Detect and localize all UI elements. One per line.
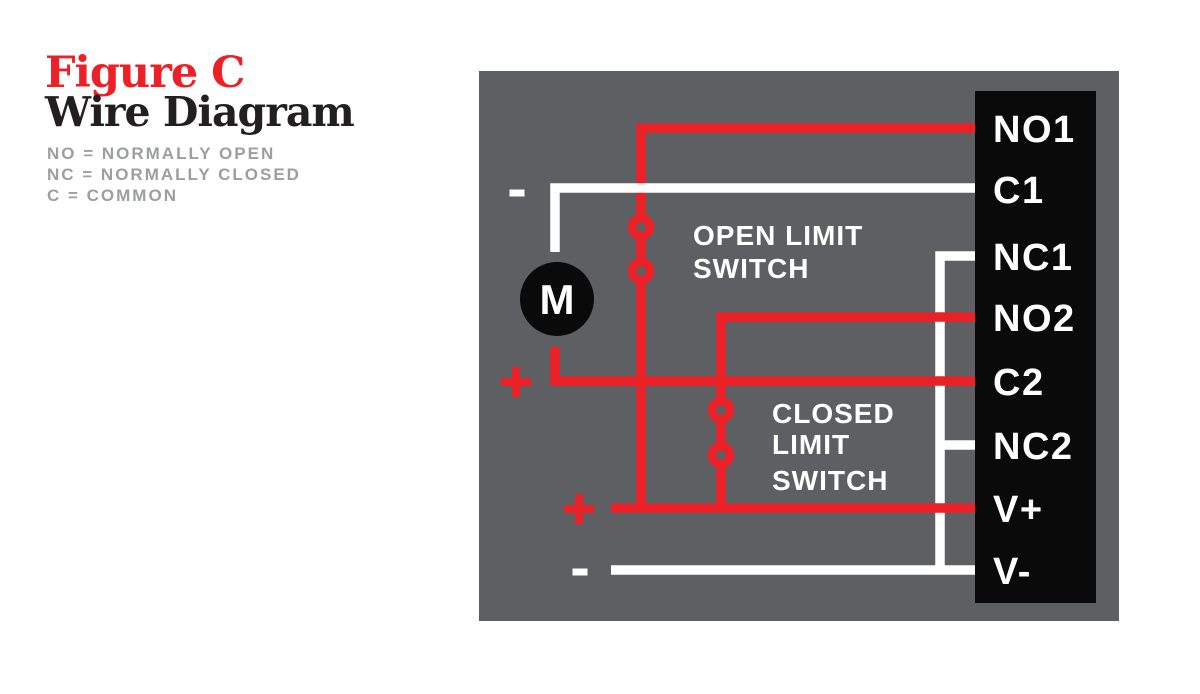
closed-limit-switch-label-line2: LIMIT bbox=[772, 429, 850, 460]
closed-limit-switch-label-line1: CLOSED bbox=[772, 398, 895, 429]
legend-line-nc: NC = NORMALLY CLOSED bbox=[47, 165, 301, 184]
legend-line-no: NO = NORMALLY OPEN bbox=[47, 144, 276, 163]
terminal-label-vminus: V- bbox=[993, 551, 1032, 593]
wire-diagram-canvas: NO1 C1 NC1 NO2 C2 NC2 V+ V- M OPEN LIMIT… bbox=[479, 71, 1119, 621]
motor-positive-mark bbox=[501, 367, 531, 397]
terminal-label-no2: NO2 bbox=[993, 298, 1076, 340]
open-limit-switch-contact-bottom bbox=[627, 257, 655, 285]
legend: NO = NORMALLY OPEN NC = NORMALLY CLOSED … bbox=[47, 143, 301, 206]
open-limit-switch-label-line1: OPEN LIMIT bbox=[693, 220, 863, 251]
motor-symbol bbox=[520, 262, 594, 336]
wire-nc1-nc2-bracket bbox=[935, 251, 979, 570]
terminal-label-nc2: NC2 bbox=[993, 426, 1074, 468]
legend-line-c: C = COMMON bbox=[47, 186, 178, 205]
terminal-label-c1: C1 bbox=[993, 170, 1045, 212]
closed-limit-switch-label-line3: SWITCH bbox=[772, 465, 888, 496]
page-title: Wire Diagram bbox=[45, 88, 355, 136]
motor-negative-mark bbox=[509, 189, 525, 197]
open-limit-switch-label-line2: SWITCH bbox=[693, 253, 809, 284]
open-limit-switch-contact-top bbox=[627, 213, 655, 241]
terminal-label-nc1: NC1 bbox=[993, 237, 1074, 279]
terminal-label-no1: NO1 bbox=[993, 109, 1076, 151]
terminal-label-vplus: V+ bbox=[993, 489, 1044, 531]
motor-label: M bbox=[540, 276, 575, 323]
terminal-label-c2: C2 bbox=[993, 362, 1045, 404]
terminal-block bbox=[975, 91, 1096, 603]
supply-negative-mark bbox=[572, 568, 588, 576]
figure-label: Figure C bbox=[45, 48, 245, 98]
closed-limit-switch-contact-bottom bbox=[707, 441, 735, 469]
closed-limit-switch-contact-top bbox=[707, 396, 735, 424]
supply-positive-mark bbox=[564, 494, 594, 524]
wire-motor-positive-c2 bbox=[550, 347, 979, 386]
wire-motor-negative-c1 bbox=[550, 183, 979, 252]
